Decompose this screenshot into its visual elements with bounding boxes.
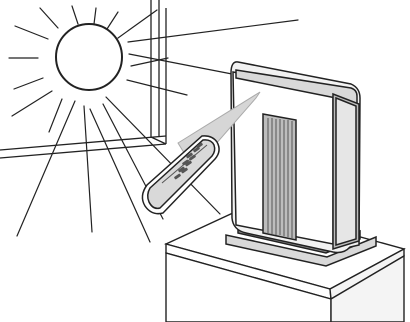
air-purifier-icon [226,62,376,266]
sun-icon [56,24,122,90]
purifier-grill [268,118,292,238]
